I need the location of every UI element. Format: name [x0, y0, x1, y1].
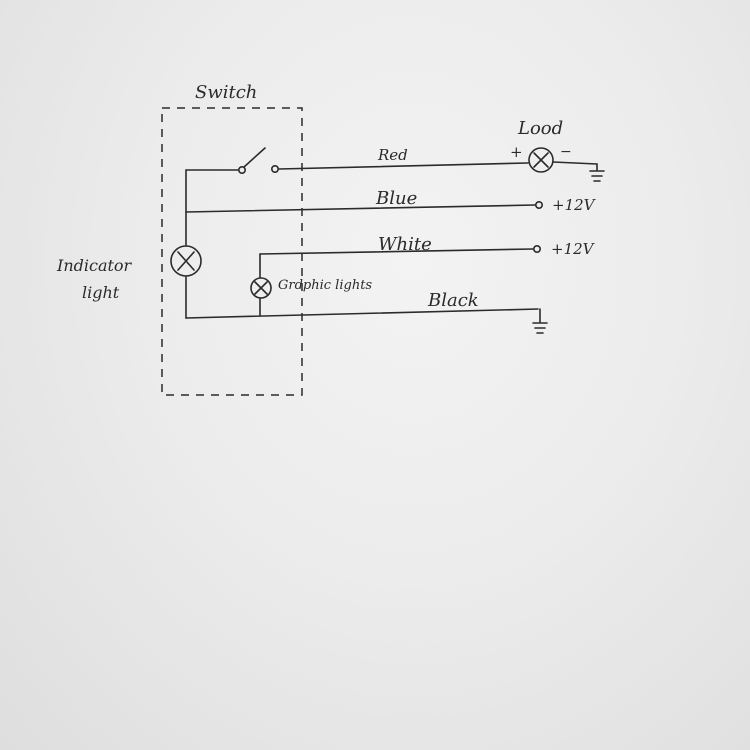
indicator-lamp	[170, 245, 202, 277]
load-label: Lood	[517, 118, 563, 139]
blue-label: Blue	[375, 188, 417, 209]
switch-contact-right	[270, 165, 279, 174]
white-wire	[259, 248, 534, 255]
switch-contact-left	[238, 166, 247, 175]
black-label: Black	[427, 290, 479, 311]
load-ground-wire	[552, 161, 598, 165]
load-plus-sign: +	[510, 143, 523, 161]
load-lamp	[528, 147, 554, 173]
black-wire	[185, 308, 539, 319]
white-label: White	[378, 234, 432, 255]
load-minus-sign: −	[560, 144, 572, 160]
graphic-lights-label: Grdphic lights	[278, 278, 372, 293]
switch-label: Switch	[195, 82, 257, 103]
indicator-label-line2: light	[82, 283, 120, 302]
blue-terminal	[534, 201, 543, 210]
indicator-label-line1: Indicator	[56, 256, 133, 275]
switch-enclosure	[161, 107, 303, 396]
black-ground-icon	[532, 308, 548, 334]
red-label: Red	[377, 146, 408, 164]
load-ground-icon	[589, 163, 605, 182]
blue-12v-label: +12V	[552, 196, 597, 214]
white-terminal	[532, 245, 541, 254]
red-wire	[278, 162, 529, 170]
graphic-lights-lamp	[250, 277, 272, 299]
switch-lever	[243, 147, 266, 168]
blue-wire	[185, 204, 536, 213]
white-12v-label: +12V	[551, 240, 596, 258]
